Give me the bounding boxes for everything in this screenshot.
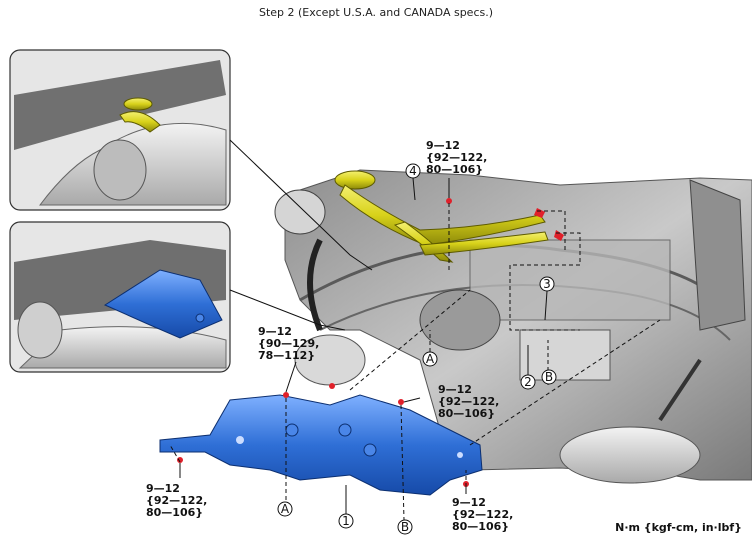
callout-2: 2 xyxy=(520,345,536,390)
svg-text:B: B xyxy=(545,370,553,384)
callout-b-upper: B xyxy=(541,369,557,385)
callout-a-upper: A xyxy=(422,351,438,367)
torque-spec-bottom-right: 9—12 {92—122, 80—106} xyxy=(452,496,514,533)
page-title: Step 2 (Except U.S.A. and CANADA specs.) xyxy=(258,6,494,19)
torque-spec-top: 9—12 {92—122, 80—106} xyxy=(426,139,488,176)
alignment-lines xyxy=(169,203,661,521)
callout-3: 3 xyxy=(539,276,555,321)
units-note: N·m {kgf-cm, in·lbf} xyxy=(615,521,742,534)
torque-spec-bottom-left: 9—12 {92—122, 80—106} xyxy=(146,482,208,519)
svg-text:3: 3 xyxy=(543,277,551,291)
inset-pointers xyxy=(229,139,373,331)
svg-text:4: 4 xyxy=(409,164,417,178)
callout-4: 4 xyxy=(405,163,421,201)
svg-text:A: A xyxy=(281,502,290,516)
svg-text:A: A xyxy=(426,352,435,366)
svg-text:1: 1 xyxy=(342,514,350,528)
fuel-filler-pipe xyxy=(334,170,549,263)
svg-text:B: B xyxy=(401,520,409,534)
inset-bottom xyxy=(9,221,231,373)
callout-1: 1 xyxy=(338,485,354,529)
callout-b-lower: B xyxy=(397,519,413,535)
callout-a-lower: A xyxy=(277,501,293,517)
torque-spec-mid: 9—12 {92—122, 80—106} xyxy=(438,383,500,420)
torque-leaders xyxy=(179,178,467,494)
engine-bay xyxy=(274,169,752,484)
blue-bracket xyxy=(159,394,483,496)
torque-spec-left: 9—12 {90—129, 78—112} xyxy=(258,325,320,362)
svg-text:2: 2 xyxy=(524,375,532,389)
callouts: 4 3 2 B A 1 A xyxy=(277,163,557,535)
inset-top xyxy=(9,49,231,211)
